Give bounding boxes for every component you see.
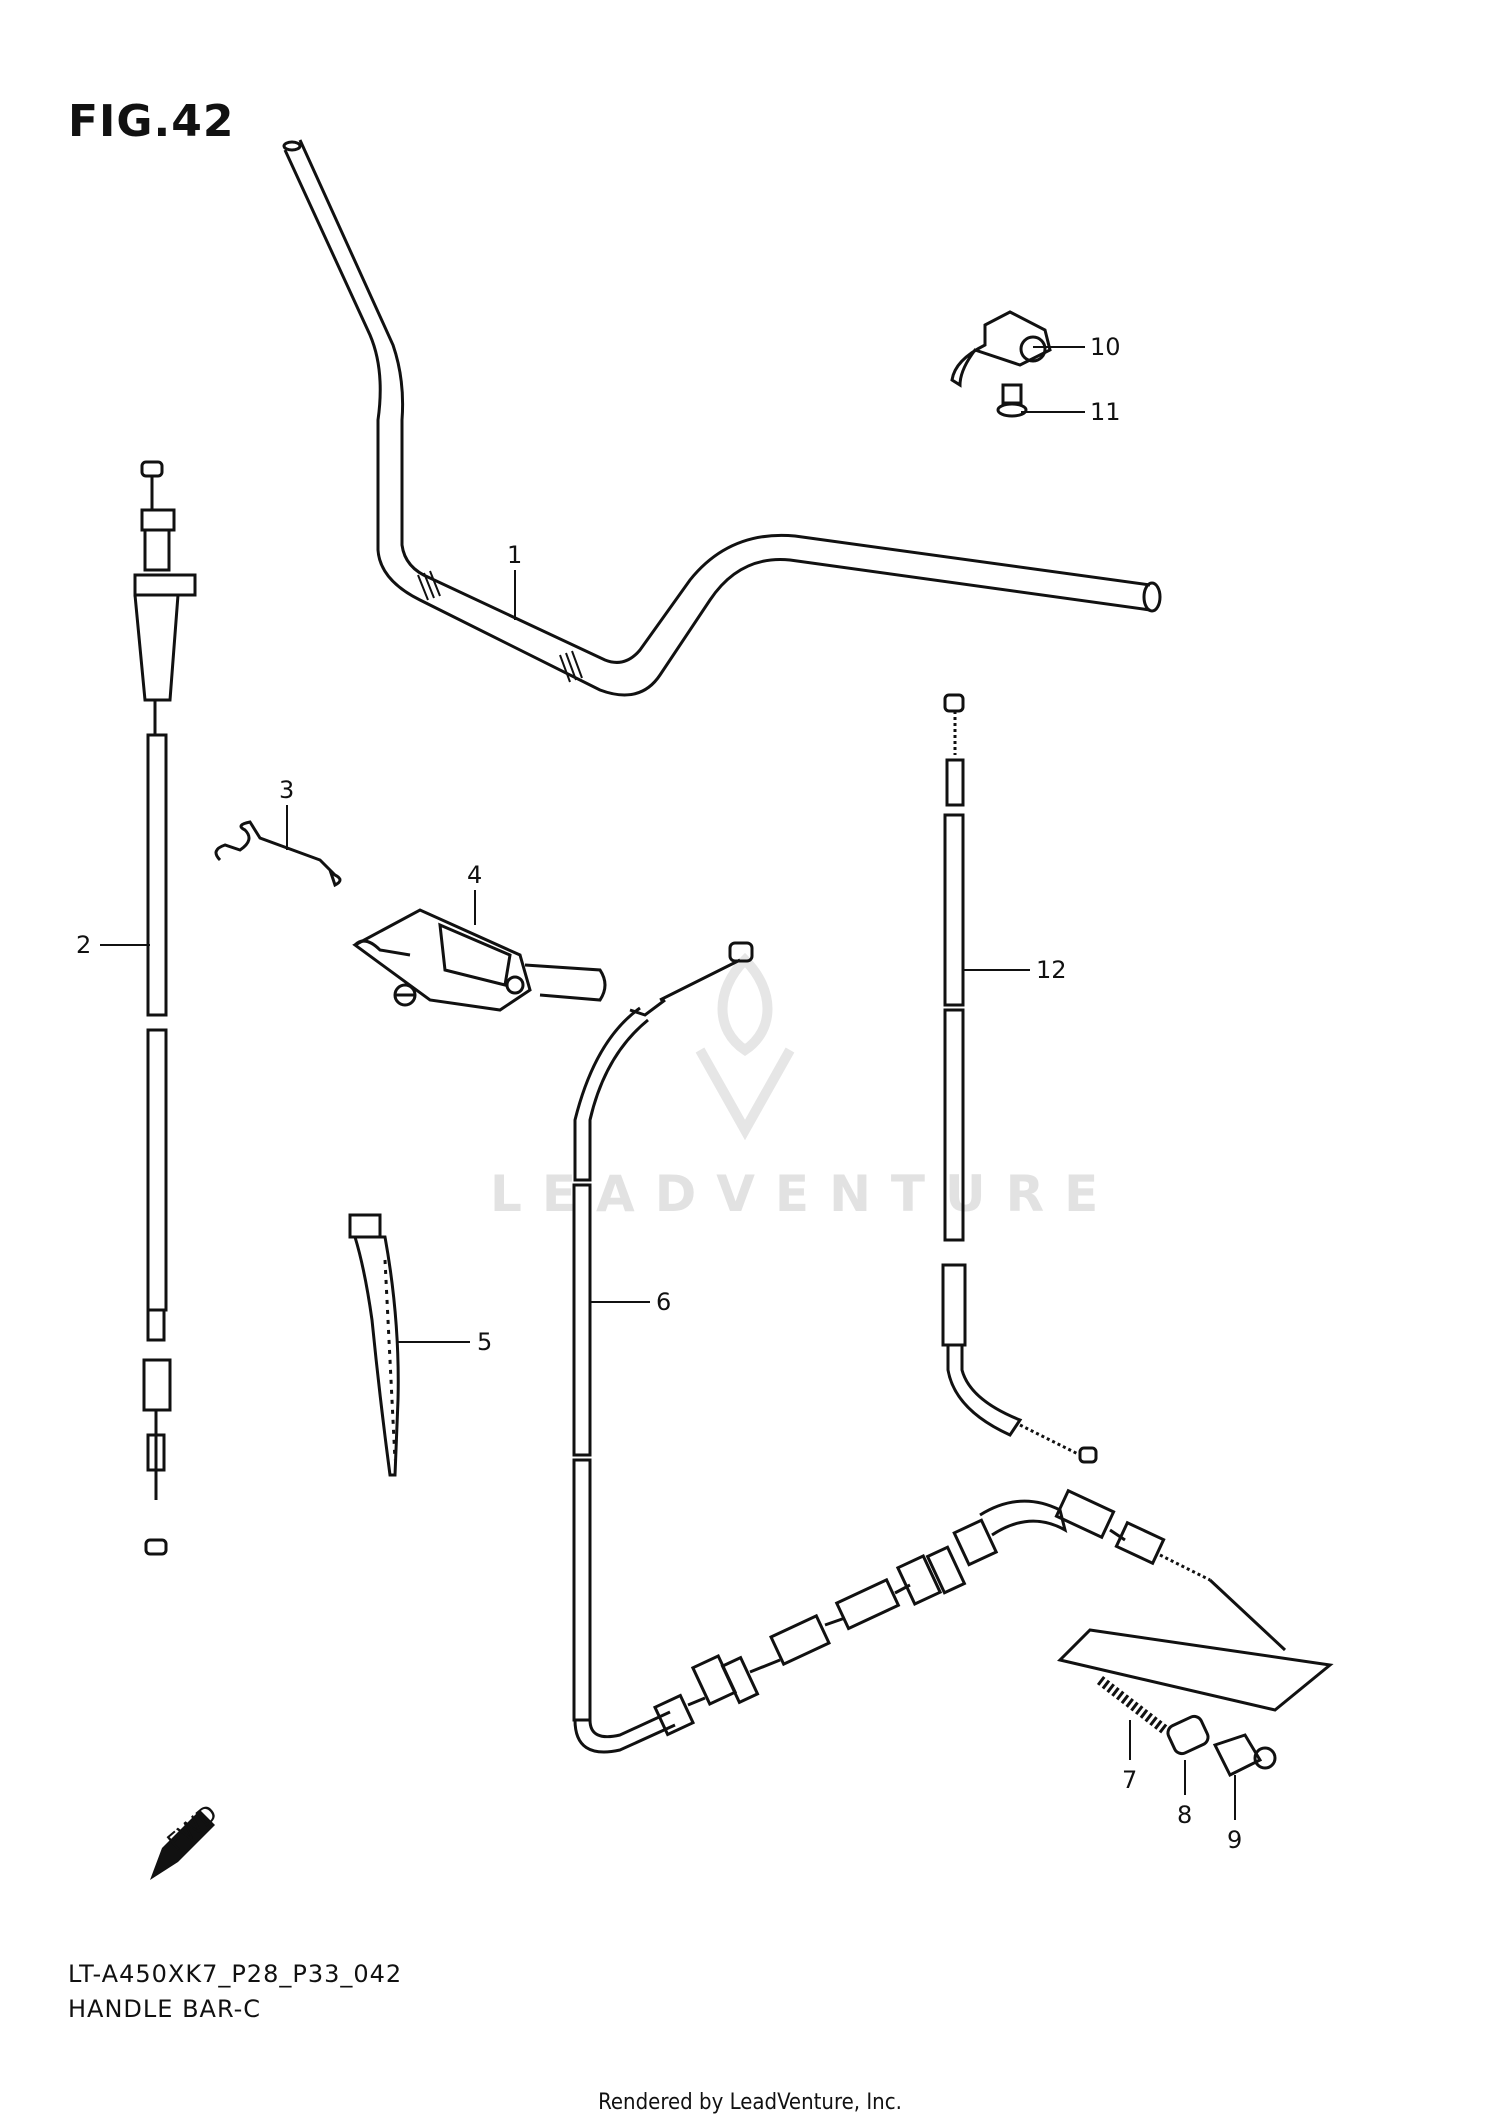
fwd-arrow-icon: FWD xyxy=(150,1799,223,1880)
callout-5: 5 xyxy=(477,1328,492,1356)
callout-9: 9 xyxy=(1227,1826,1242,1854)
section-name: HANDLE BAR-C xyxy=(68,1995,262,2023)
throttle-cable xyxy=(133,460,197,1556)
model-code: LT-A450XK7_P28_P33_042 xyxy=(68,1960,403,1988)
callout-1: 1 xyxy=(507,541,522,569)
callout-leaders xyxy=(100,346,1236,1820)
callout-3: 3 xyxy=(279,776,294,804)
bolt-part xyxy=(996,383,1028,418)
figure-title: FIG.42 xyxy=(68,96,235,147)
accessory-cable xyxy=(941,693,1098,1464)
callout-11: 11 xyxy=(1090,398,1121,426)
watermark-logo-icon xyxy=(695,952,795,1141)
cable-tie xyxy=(348,1213,400,1477)
spring-part xyxy=(1096,1676,1169,1734)
callout-7: 7 xyxy=(1122,1766,1137,1794)
callout-4: 4 xyxy=(467,861,482,889)
lever-bracket xyxy=(950,310,1052,388)
callout-6: 6 xyxy=(656,1288,671,1316)
callout-2: 2 xyxy=(76,931,91,959)
callout-numbers: 1 2 3 4 5 6 7 8 9 10 11 12 xyxy=(76,333,1242,1854)
brake-cable xyxy=(572,941,1334,1754)
footer-credit: Rendered by LeadVenture, Inc. xyxy=(598,2090,902,2115)
spring-clip xyxy=(214,820,342,888)
collar-part xyxy=(1166,1714,1210,1756)
callout-8: 8 xyxy=(1177,1801,1192,1829)
callout-10: 10 xyxy=(1090,333,1121,361)
handlebar xyxy=(282,139,1162,697)
cable-bracket xyxy=(352,908,607,1012)
callout-12: 12 xyxy=(1036,956,1067,984)
cable-end-part xyxy=(1212,1733,1277,1778)
